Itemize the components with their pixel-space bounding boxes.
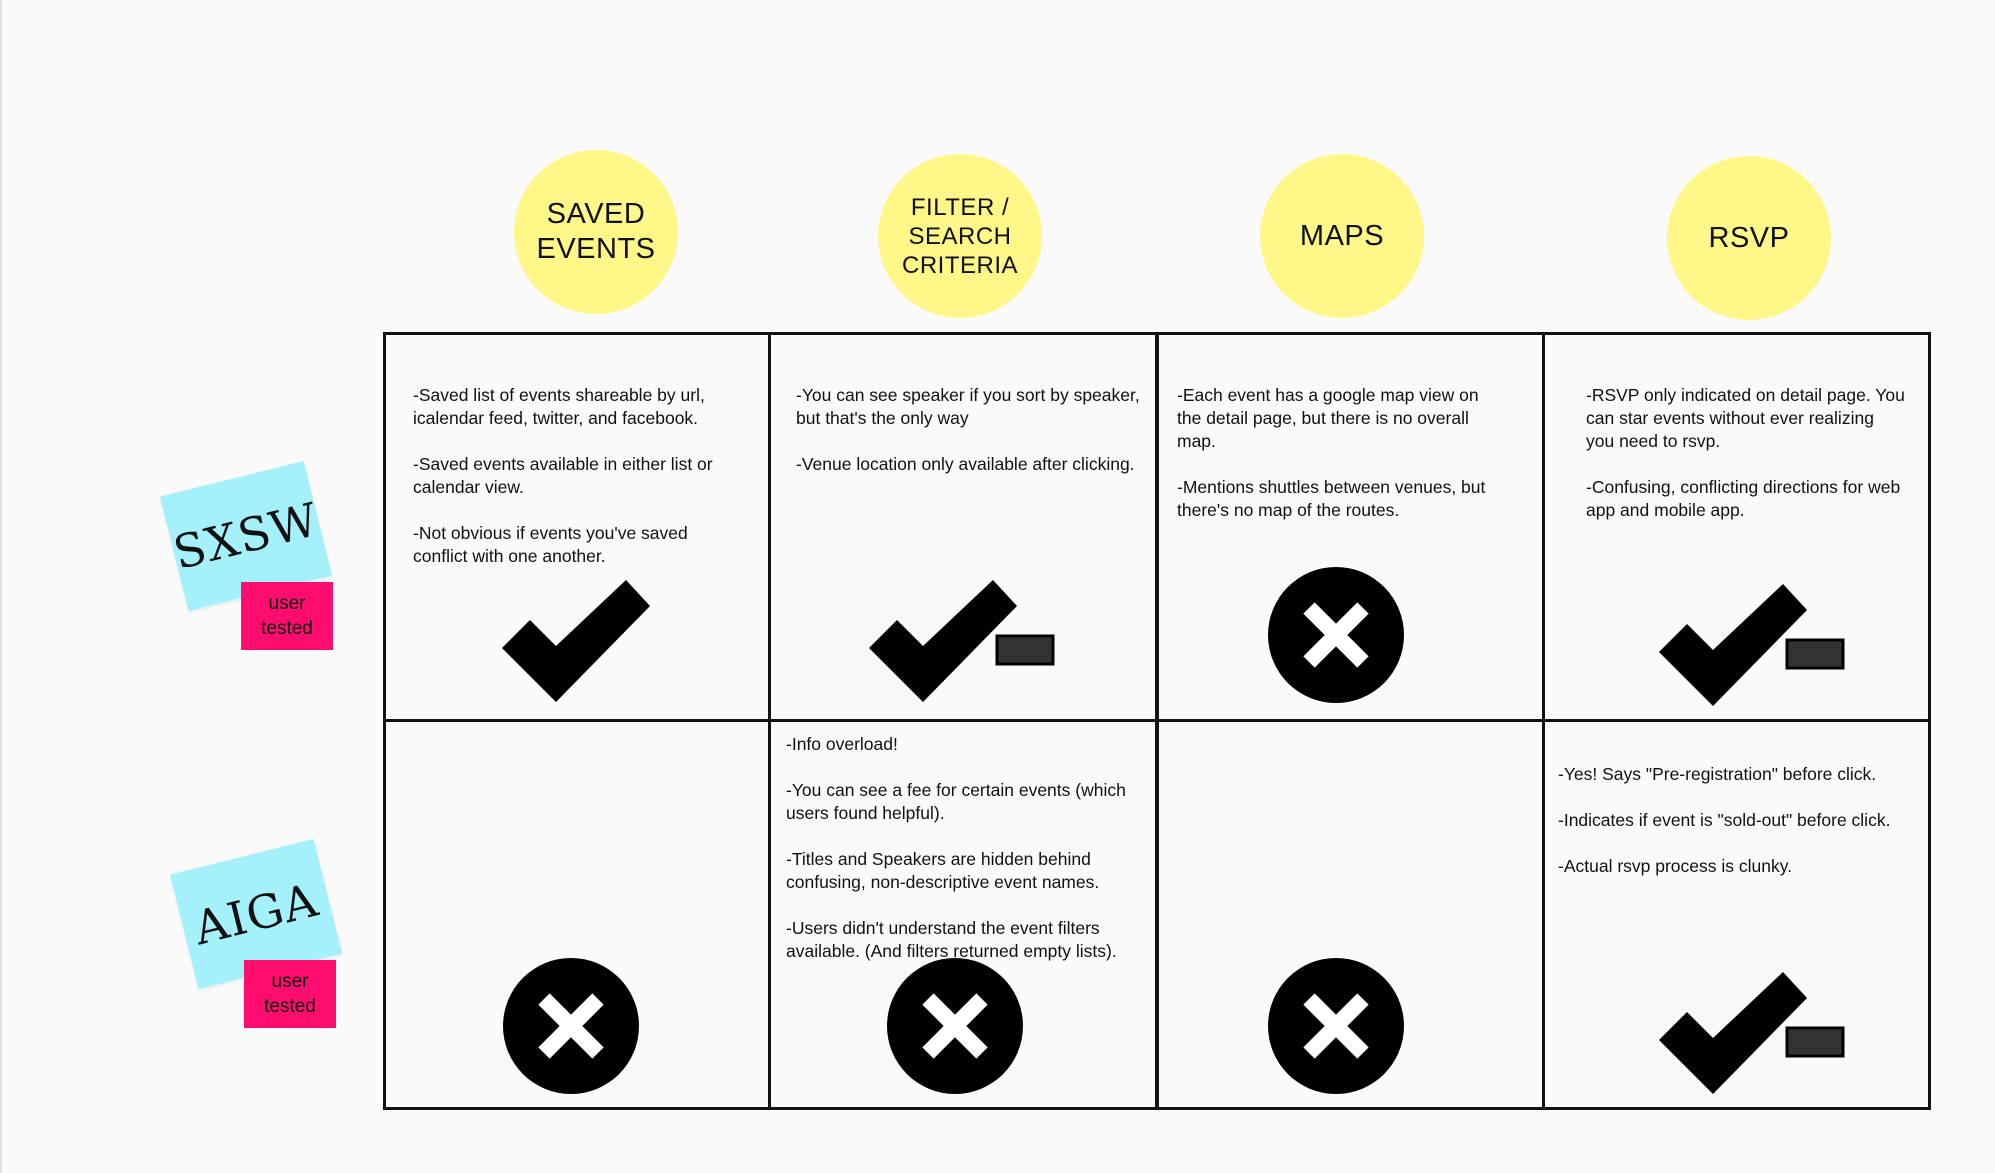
grid-border-left [383, 332, 386, 1110]
check-icon [502, 580, 650, 702]
check-minus-icon [1659, 584, 1845, 706]
x-circle-icon [503, 958, 639, 1094]
cell-sxsw-filter-search: -You can see speaker if you sort by spea… [796, 385, 1140, 474]
user-tested-tag-aiga: user tested [244, 960, 336, 1028]
check-minus-icon [1659, 972, 1845, 1094]
grid-border-right [1928, 332, 1931, 1110]
grid-divider-2 [1155, 332, 1159, 1110]
column-header-label: SAVED EVENTS [536, 198, 656, 265]
check-minus-icon [869, 580, 1055, 702]
cell-aiga-filter-search: -Info overload! -You can see a fee for c… [786, 734, 1126, 961]
x-circle-icon [1268, 567, 1404, 703]
user-tested-tag-sxsw: user tested [241, 582, 333, 650]
column-header-saved-events: SAVED EVENTS [514, 150, 678, 314]
cell-aiga-rsvp: -Yes! Says "Pre-registration" before cli… [1558, 764, 1891, 876]
column-header-maps: MAPS [1260, 154, 1424, 318]
x-circle-icon [1268, 958, 1404, 1094]
column-header-label: MAPS [1299, 219, 1385, 252]
row-label-text: SXSW [168, 492, 324, 580]
row-label-text: AIGA [188, 872, 324, 956]
cell-sxsw-saved-events: -Saved list of events shareable by url, … [413, 385, 713, 566]
column-header-label: RSVP [1708, 221, 1790, 254]
grid-divider-3 [1542, 332, 1545, 1110]
column-header-filter-search: FILTER / SEARCH CRITERIA [878, 154, 1042, 318]
grid-divider-1 [768, 332, 771, 1110]
cell-sxsw-maps: -Each event has a google map view on the… [1177, 385, 1486, 520]
canvas-edge [0, 0, 2, 1173]
cell-sxsw-rsvp: -RSVP only indicated on detail page. You… [1586, 385, 1905, 520]
column-header-rsvp: RSVP [1667, 156, 1831, 320]
column-header-label: FILTER / SEARCH CRITERIA [901, 193, 1018, 279]
x-circle-icon [887, 958, 1023, 1094]
